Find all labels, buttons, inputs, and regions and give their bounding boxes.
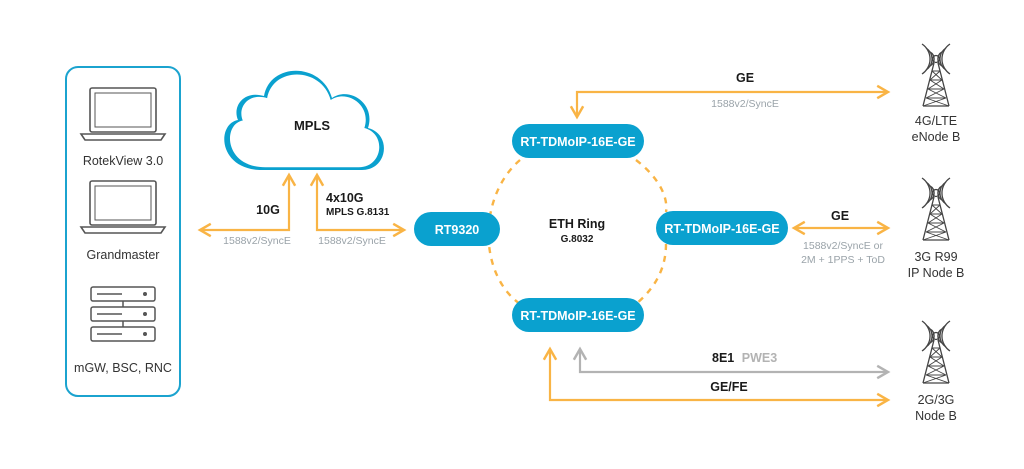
cloud-icon [224,70,384,170]
node-label-rt9320: RT9320 [435,223,480,237]
link-label-ge-top: GE [736,71,754,85]
link-sub-mpls-rt9320: 1588v2/SyncE [318,235,386,247]
site-label-enodeb-1: 4G/LTE [915,114,957,128]
node-label-right: RT-TDMoIP-16E-GE [664,222,779,236]
server-rack-icon [90,286,156,342]
link-label-8e1-main: 8E1 [712,351,734,365]
link-sub-top-enodeb: 1588v2/SyncE [711,98,779,110]
link-label-4x10g: 4x10G [326,191,364,205]
cell-tower-icon [921,43,951,107]
node-label-top: RT-TDMoIP-16E-GE [520,135,635,149]
link-label-8e1: 8E1 PWE3 [712,351,777,365]
device-label-rotekview: RotekView 3.0 [83,154,163,168]
link-top-enodeb [569,84,891,120]
site-label-nodeb-2: Node B [915,409,957,423]
site-label-enodeb-2: eNode B [912,130,961,144]
cloud-label: MPLS [294,118,330,133]
link-sub-right-nodeb: 1588v2/SyncE or [803,240,883,252]
link-label-10g: 10G [256,203,280,217]
link-mpls-rt9320 [309,172,407,238]
node-rt-tdmoip-top[interactable]: RT-TDMoIP-16E-GE [512,124,644,158]
cell-tower-icon [921,320,951,384]
link-label-8e1-suffix: PWE3 [742,351,777,365]
ring-subtitle: G.8032 [561,234,594,245]
device-label-grandmaster: Grandmaster [87,248,160,262]
link-label-ge-right: GE [831,209,849,223]
link-panel-mpls [197,172,297,238]
node-rt-tdmoip-bottom[interactable]: RT-TDMoIP-16E-GE [512,298,644,332]
link-sub-panel-mpls: 1588v2/SyncE [223,235,291,247]
site-label-ipnodeb-1: 3G R99 [914,250,957,264]
device-label-mgw: mGW, BSC, RNC [74,361,172,375]
ring-title: ETH Ring [549,217,605,231]
laptop-icon [80,180,166,234]
link-label-gefe: GE/FE [710,380,748,394]
site-label-nodeb-1: 2G/3G [918,393,955,407]
site-label-ipnodeb-2: IP Node B [908,266,965,280]
laptop-icon [80,87,166,141]
eth-ring [487,159,668,305]
link-sub2-right-nodeb: 2M + 1PPS + ToD [801,254,885,266]
link-bottom-gefe [542,346,891,408]
node-rt9320[interactable]: RT9320 [414,212,500,246]
cell-tower-icon [921,177,951,241]
node-label-bottom: RT-TDMoIP-16E-GE [520,309,635,323]
link-label-mpls-g8131: MPLS G.8131 [326,207,390,218]
node-rt-tdmoip-right[interactable]: RT-TDMoIP-16E-GE [656,211,788,245]
